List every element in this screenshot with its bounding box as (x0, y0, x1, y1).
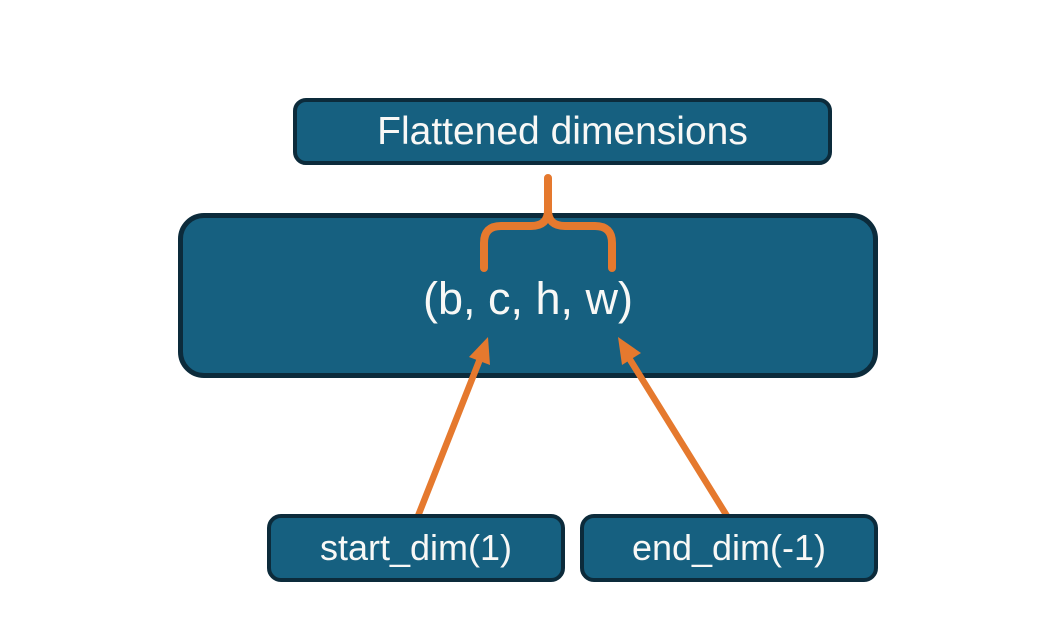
tensor-shape-label: (b, c, h, w) (422, 272, 634, 324)
end-dim-label: end_dim(-1) (631, 527, 827, 568)
start-dim-label: start_dim(1) (319, 527, 513, 568)
tensor-shape-box: (b, c, h, w) (178, 213, 878, 378)
flattened-dimensions-label: Flattened dimensions (377, 109, 748, 153)
start-dim-box: start_dim(1) (267, 514, 565, 582)
flattened-dimensions-box: Flattened dimensions (293, 98, 832, 165)
end-dim-box: end_dim(-1) (580, 514, 878, 582)
